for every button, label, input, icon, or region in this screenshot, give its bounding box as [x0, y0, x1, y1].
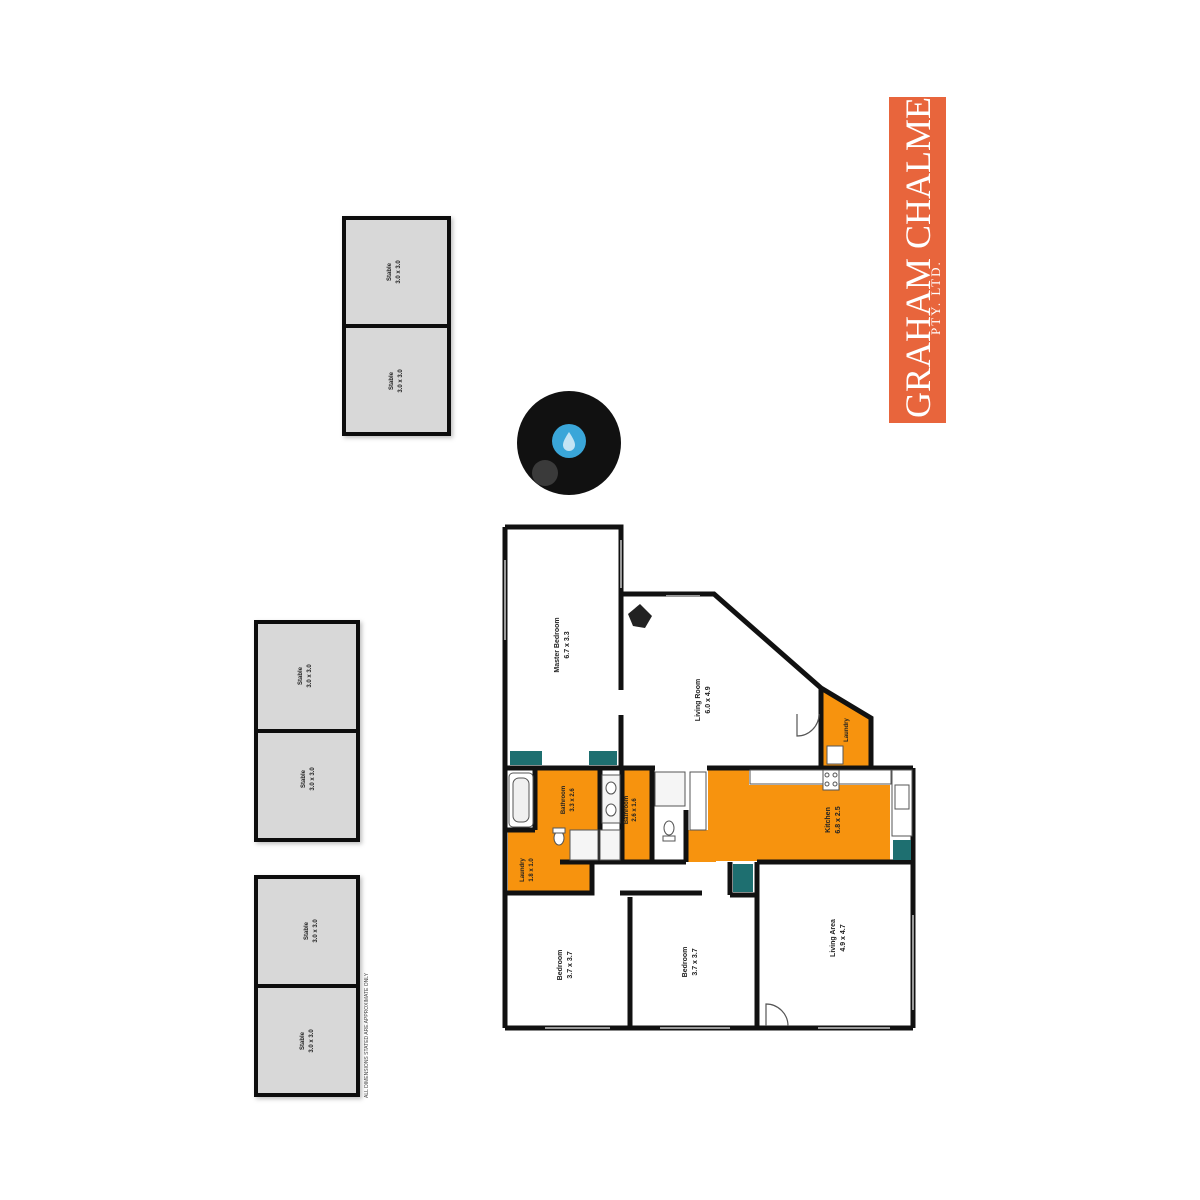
dimensions-disclaimer: ALL DIMENSIONS STATED ARE APPROXIMATE ON… [364, 972, 370, 1098]
stable-1-name: Stable [387, 262, 393, 281]
dims-kitchen: 6.8 x 2.5 [835, 806, 842, 833]
laundry-tub-icon [826, 745, 844, 765]
dims-living-room: 6.0 x 4.9 [705, 686, 712, 713]
dims-bathroom-main: 3.3 x 2.6 [570, 788, 576, 812]
fixtures [508, 745, 913, 861]
stable-6-dims: 3.0 x 3.0 [309, 1029, 315, 1053]
pool-step [532, 460, 558, 486]
stable-2-dims: 3.0 x 3.0 [398, 369, 404, 393]
bathroom-small-floor [622, 768, 652, 863]
company-logo: GRAHAM CHALMER PTY. LTD. [889, 73, 946, 423]
stable-2 [342, 324, 451, 436]
bathtub-basin [512, 777, 530, 823]
stable-6-name: Stable [300, 1031, 306, 1050]
logo-sub-text: PTY. LTD. [928, 260, 943, 335]
label-laundry-small: Laundry [844, 718, 850, 742]
doors [765, 713, 820, 1027]
door-living-room [796, 713, 820, 737]
label-master-bedroom: Master Bedroom [554, 617, 561, 672]
toilet-icon-2 [663, 820, 675, 836]
dims-bedroom-1: 3.7 x 3.7 [567, 951, 574, 978]
burner-2 [832, 772, 838, 778]
stable-4-dims: 3.0 x 3.0 [310, 767, 316, 791]
logo-background [889, 97, 946, 423]
label-living-room: Living Room [695, 679, 702, 721]
kitchen-bench [749, 769, 892, 785]
cooktop-icon [822, 769, 840, 791]
burner-4 [832, 781, 838, 787]
burner-1 [824, 772, 830, 778]
swimming-pool [517, 391, 621, 495]
stable-block-middle [254, 620, 360, 842]
label-kitchen: Kitchen [825, 807, 832, 833]
label-living-area: Living Area [830, 919, 837, 957]
basin-icon-2 [605, 803, 617, 817]
stable-1 [342, 216, 451, 328]
label-laundry: Laundry [520, 858, 526, 882]
label-bedroom-1: Bedroom [557, 950, 564, 981]
kitchen-island [689, 771, 707, 831]
shower-icon [569, 829, 599, 861]
hall-floor-2 [686, 830, 716, 862]
stable-2-name: Stable [389, 371, 395, 390]
label-bedroom-2: Bedroom [682, 947, 689, 978]
cupboard-4 [893, 840, 911, 860]
kitchen-floor [749, 785, 890, 861]
stable-3-name: Stable [298, 666, 304, 685]
stable-3 [254, 620, 360, 733]
cupboard-3 [733, 864, 753, 892]
label-bathroom-small: Bathroom [624, 796, 630, 824]
stable-1-dims: 3.0 x 3.0 [396, 260, 402, 284]
door-living-area [765, 1003, 789, 1027]
stable-5 [254, 875, 360, 988]
burner-3 [824, 781, 830, 787]
cupboards [510, 751, 911, 892]
basin-icon-1 [605, 781, 617, 795]
dims-living-area: 4.9 x 4.7 [840, 924, 847, 951]
toilet-cistern-2 [662, 835, 676, 842]
windows [504, 540, 914, 1029]
dims-master-bedroom: 6.7 x 3.3 [564, 631, 571, 658]
logo-main-text: GRAHAM CHALMER [898, 73, 938, 418]
stable-block-top [342, 216, 451, 436]
stable-block-bottom [254, 875, 360, 1097]
stable-6 [254, 984, 360, 1097]
stable-4 [254, 729, 360, 842]
dims-bathroom-small: 2.6 x 1.6 [632, 798, 638, 822]
shower-icon-2 [599, 829, 621, 861]
room-labels: Master Bedroom 6.7 x 3.3 Living Room 6.0… [520, 617, 850, 980]
dims-laundry: 1.8 x 1.0 [529, 858, 535, 882]
cupboard-2 [589, 751, 617, 765]
water-drop-icon [563, 432, 575, 451]
stable-4-name: Stable [301, 769, 307, 788]
stable-3-dims: 3.0 x 3.0 [307, 664, 313, 688]
shower-icon-3 [654, 771, 686, 807]
stable-5-name: Stable [304, 921, 310, 940]
cupboard-1 [510, 751, 542, 765]
fireplace-icon [628, 604, 652, 628]
label-bathroom-main: Bathroom [561, 786, 567, 814]
sink-icon [894, 784, 910, 810]
stable-5-dims: 3.0 x 3.0 [313, 919, 319, 943]
dims-bedroom-2: 3.7 x 3.7 [692, 948, 699, 975]
toilet-cistern-1 [552, 827, 566, 834]
